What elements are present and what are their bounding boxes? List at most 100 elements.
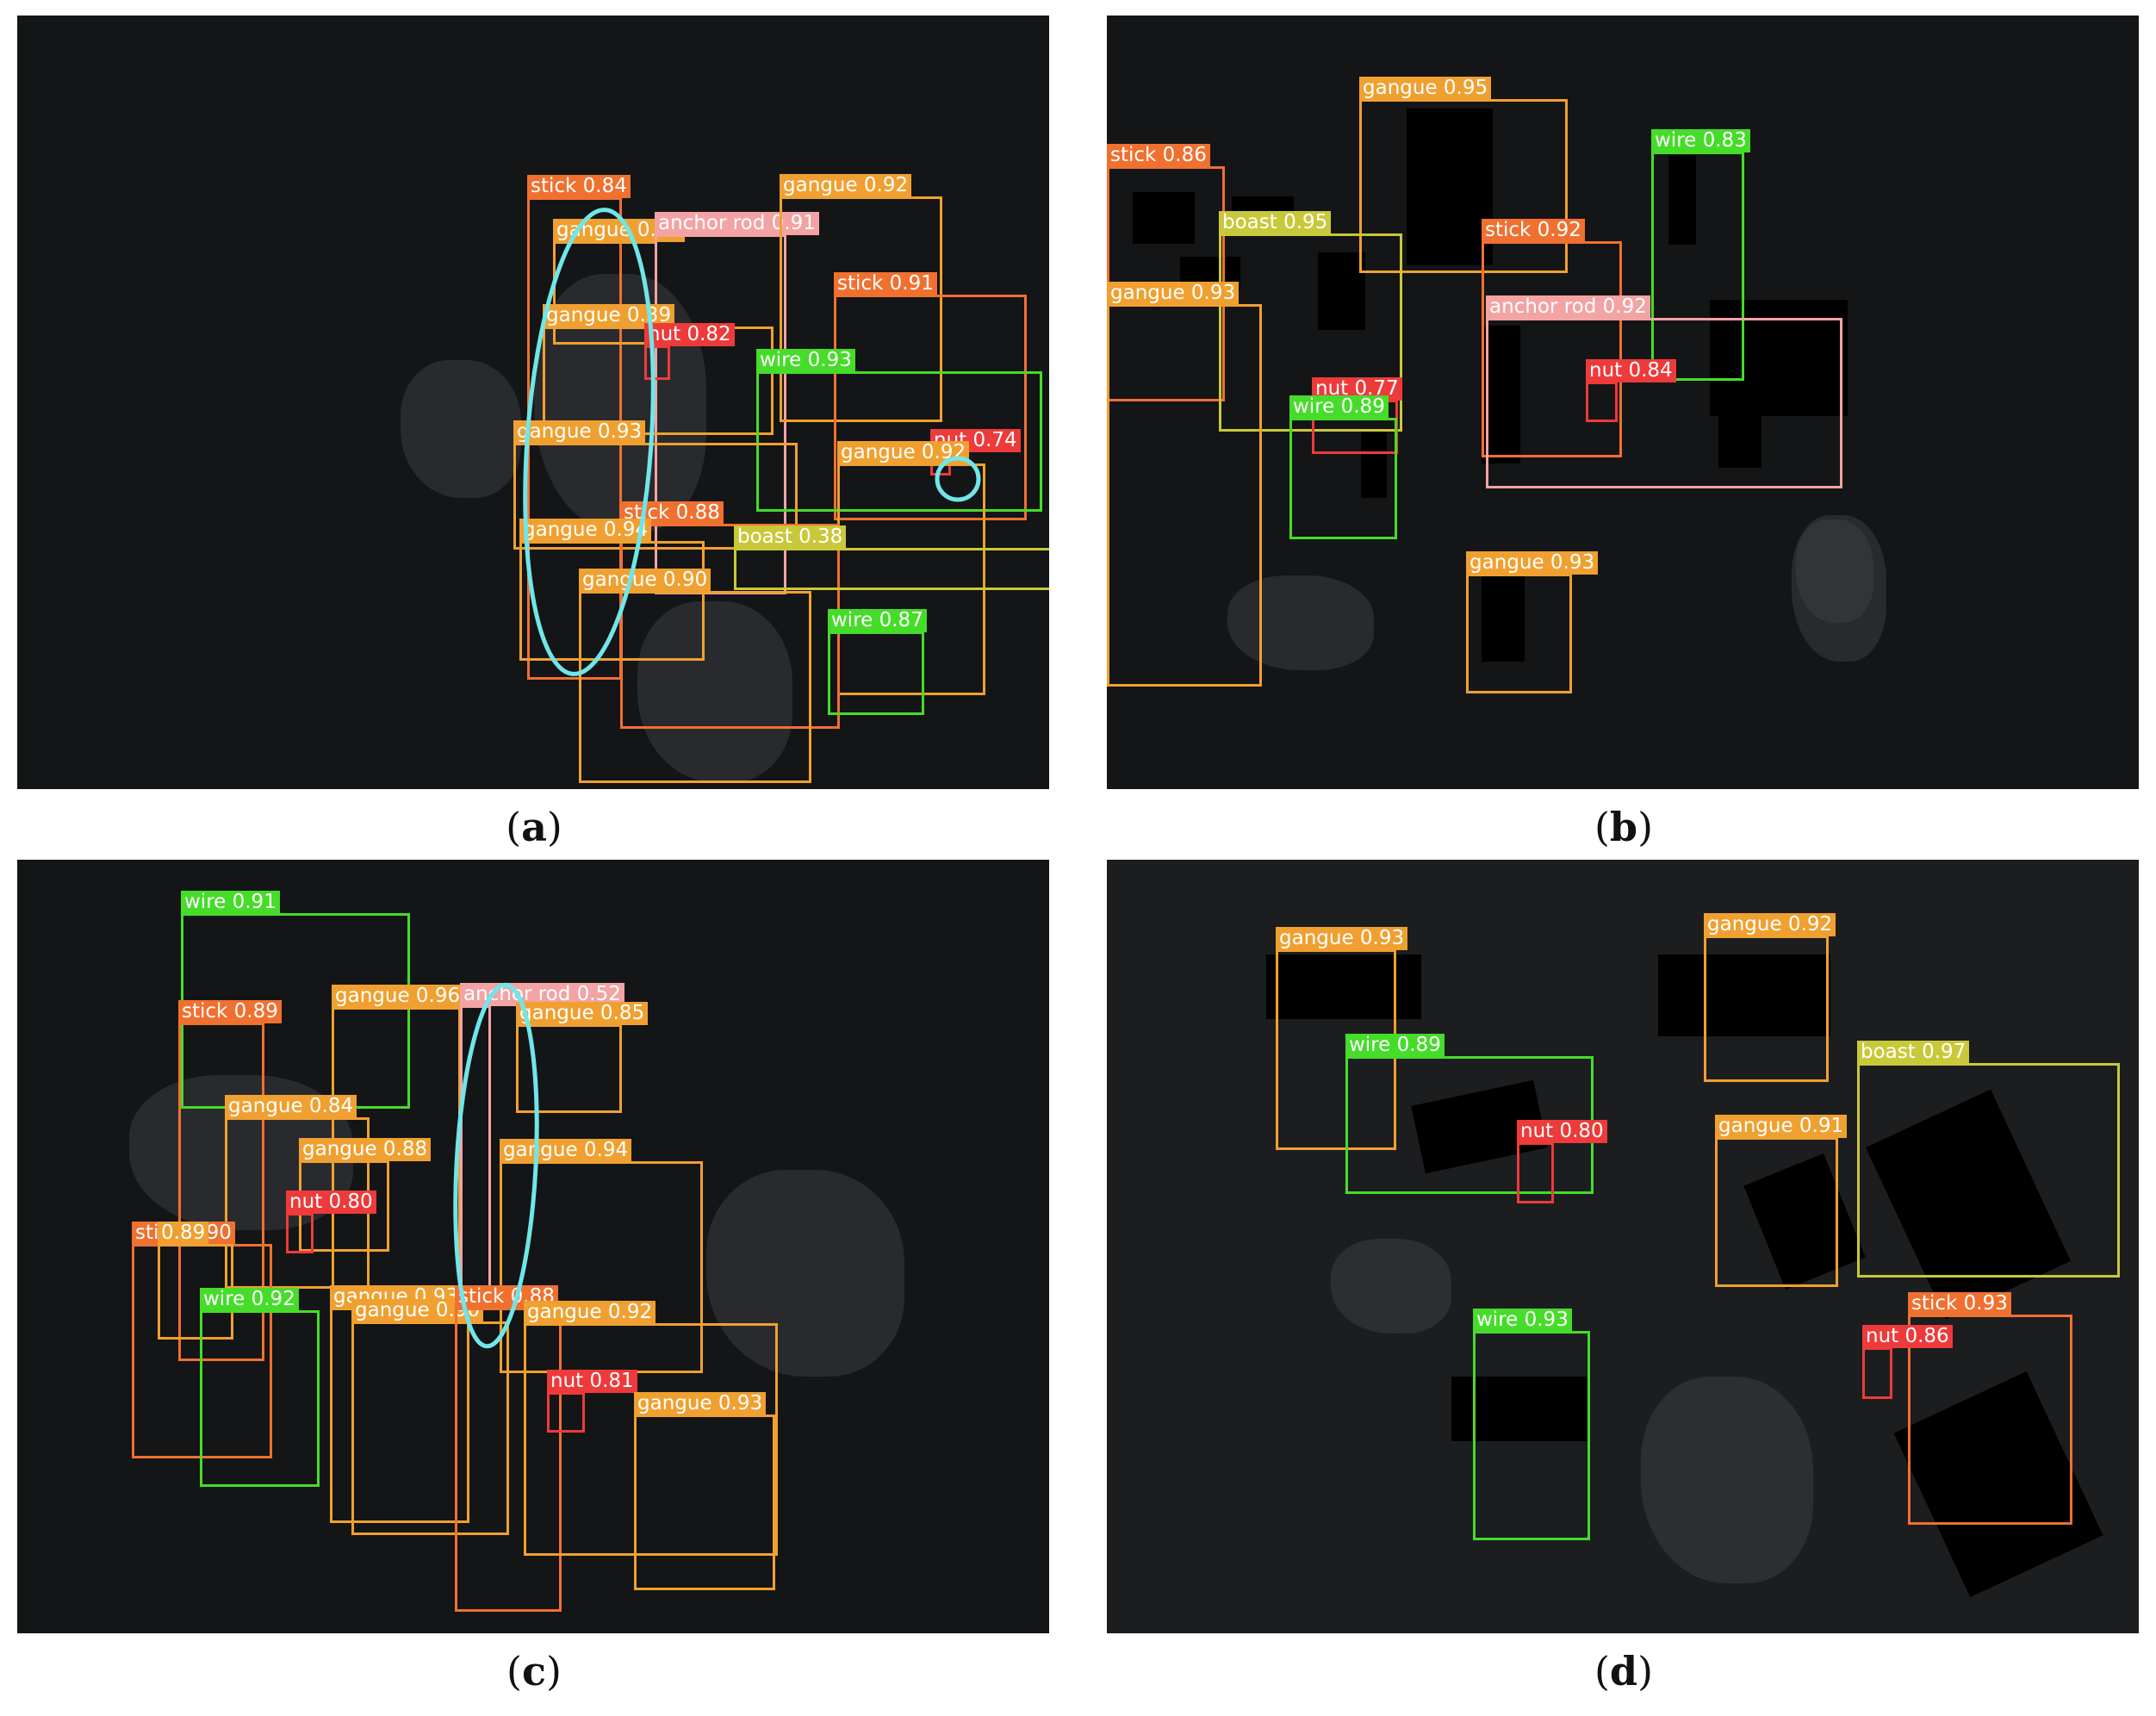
detection-label: wire 0.89 xyxy=(1345,1034,1445,1057)
detection-box xyxy=(547,1392,585,1433)
detection-box xyxy=(828,631,924,715)
detection-label: boast 0.95 xyxy=(1219,211,1332,234)
detection-label: wire 0.93 xyxy=(756,349,855,372)
detection-box xyxy=(756,371,1042,512)
detection-box xyxy=(1473,1331,1590,1540)
privacy-mask xyxy=(1407,109,1493,265)
detection-box xyxy=(780,196,942,422)
privacy-mask xyxy=(1658,954,1830,1036)
privacy-mask xyxy=(1361,429,1387,498)
detection-label: stick 0.89 xyxy=(178,1000,282,1023)
highlight-ellipse xyxy=(453,982,539,1349)
detection-label: stick 0.91 xyxy=(834,272,937,295)
detection-label: stick 0.86 xyxy=(1107,144,1210,167)
privacy-mask xyxy=(1133,192,1195,244)
detection-box xyxy=(1517,1142,1554,1203)
rock xyxy=(1641,1377,1813,1583)
detection-label: wire 0.92 xyxy=(200,1288,299,1311)
detection-label: gangue 0.93 xyxy=(513,420,646,444)
detection-label: gangue 0.90 xyxy=(351,1299,484,1322)
detection-label: nut 0.80 xyxy=(286,1191,376,1214)
detection-label: anchor rod 0.91 xyxy=(655,212,819,235)
detection-box xyxy=(286,1213,314,1253)
panel-c-caption: (c) xyxy=(506,1648,562,1694)
detection-box xyxy=(200,1310,320,1487)
detection-box xyxy=(834,295,1027,520)
panel-d-image: gangue 0.93 gangue 0.92 wire 0.89 boast 0.9… xyxy=(1107,860,2139,1633)
privacy-mask xyxy=(1668,155,1696,245)
detection-box xyxy=(178,1023,264,1361)
detection-label: wire 0.91 xyxy=(181,891,280,914)
panel-b-caption: (b) xyxy=(1594,804,1654,850)
detection-label: gangue 0.93 xyxy=(1107,282,1240,305)
detection-box xyxy=(1704,936,1829,1082)
detection-label: 0.89 xyxy=(158,1222,209,1245)
detection-label: gangue 0.85 xyxy=(516,1002,649,1025)
detection-label: gangue 0.90 xyxy=(579,569,711,592)
detection-label: gangue 0.91 xyxy=(1715,1115,1848,1138)
detection-box xyxy=(1107,304,1262,687)
rock xyxy=(637,601,792,782)
rock xyxy=(1792,515,1886,662)
privacy-mask xyxy=(1482,575,1525,662)
highlight-ellipse xyxy=(935,456,981,502)
detection-label: boast 0.97 xyxy=(1857,1041,1970,1064)
detection-box xyxy=(524,1323,778,1556)
detection-label: boast 0.38 xyxy=(734,525,847,549)
detection-box xyxy=(1715,1137,1838,1287)
detection-label: stick 0.92 xyxy=(1482,219,1585,242)
detection-label: gangue 0.93 xyxy=(1466,551,1599,575)
rock xyxy=(1227,575,1374,670)
detection-label: wire 0.93 xyxy=(1473,1309,1572,1332)
rock xyxy=(401,360,521,498)
detection-box xyxy=(1466,574,1572,693)
detection-box xyxy=(1586,382,1618,422)
detection-label: nut 0.86 xyxy=(1862,1325,1953,1348)
detection-label: gangue 0.88 xyxy=(299,1138,432,1161)
privacy-mask xyxy=(1318,252,1365,330)
detection-box xyxy=(1862,1347,1892,1399)
detection-label: gangue 0.94 xyxy=(500,1139,632,1162)
detection-box xyxy=(634,1414,775,1590)
detection-label: gangue 0.94 xyxy=(519,519,652,542)
detection-box xyxy=(519,541,705,661)
detection-box xyxy=(579,591,811,783)
detection-label: gangue 0.92 xyxy=(1704,913,1836,936)
rock xyxy=(1331,1239,1451,1334)
detection-box xyxy=(513,443,798,550)
detection-label: stick 0.84 xyxy=(527,175,631,198)
detection-label: gangue 0.84 xyxy=(225,1095,357,1118)
detection-label: gangue 0.93 xyxy=(634,1392,767,1415)
detection-label: gangue 0.93 xyxy=(1276,927,1408,950)
rock xyxy=(706,1170,904,1377)
detection-box xyxy=(516,1024,622,1113)
detection-label: gangue 0.96 xyxy=(332,985,464,1008)
highlight-overlay xyxy=(523,208,981,676)
detection-box xyxy=(1359,99,1568,273)
panel-a-image: stick 0.84 gangue 0.92 anchor rod 0.91 gang… xyxy=(17,16,1049,789)
detection-box xyxy=(1486,318,1842,488)
detection-label: wire 0.87 xyxy=(828,609,927,632)
detection-box xyxy=(1908,1315,2072,1525)
detection-box xyxy=(1289,418,1397,539)
detection-label: gangue 0.95 xyxy=(1359,77,1492,100)
detection-label: wire 0.89 xyxy=(1289,395,1389,419)
detection-box xyxy=(1857,1063,2120,1278)
detection-label: gangue 0.92 xyxy=(780,174,912,197)
panel-d-caption: (d) xyxy=(1594,1648,1654,1694)
detection-box xyxy=(1482,241,1622,457)
detection-label: wire 0.83 xyxy=(1651,129,1750,152)
panel-a-caption: (a) xyxy=(506,804,562,850)
detection-label: gangue 0.92 xyxy=(524,1301,656,1324)
detection-box xyxy=(1651,152,1744,381)
detection-label: nut 0.84 xyxy=(1586,359,1676,382)
panel-b-image: gangue 0.95 wire 0.83 stick 0.86 boast 0.95… xyxy=(1107,16,2139,789)
detection-box xyxy=(455,1308,562,1612)
detection-label: nut 0.82 xyxy=(644,323,735,346)
detection-label: nut 0.80 xyxy=(1517,1120,1607,1143)
detection-box xyxy=(1219,233,1402,432)
highlight-ellipse xyxy=(523,208,655,676)
detection-box xyxy=(734,548,1049,590)
detection-box xyxy=(644,345,670,380)
